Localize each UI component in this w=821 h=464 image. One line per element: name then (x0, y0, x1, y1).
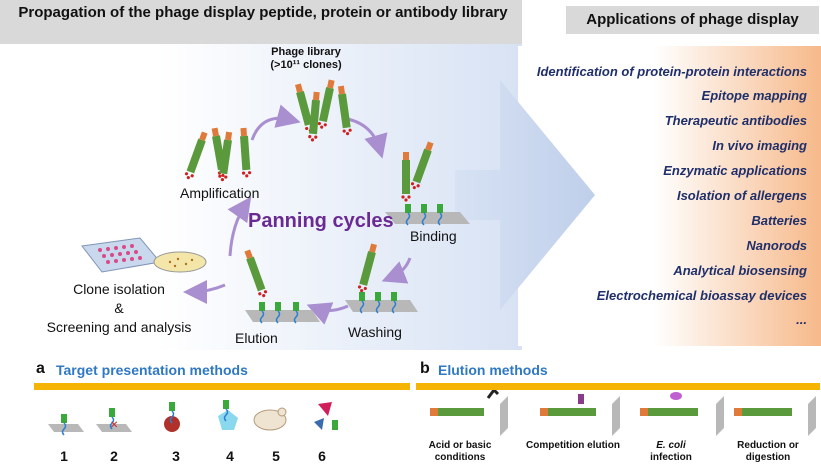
method-number: 4 (226, 448, 234, 464)
washing-surface (345, 243, 418, 314)
phage-library-label: Phage library (>10¹¹ clones) (256, 46, 356, 72)
culture-plate (81, 237, 161, 273)
step-clone-isolation: Clone isolation & Screening and analysis (34, 280, 204, 337)
left-panel-header (0, 0, 522, 44)
elution-method-reduction: Reduction or digestion (728, 440, 808, 464)
clone-arrow (183, 279, 226, 304)
elution-method-ecoli: E. coli infection (636, 440, 706, 464)
elution-method-ecoli-line2: infection (650, 452, 692, 463)
clone-line-3: Screening and analysis (46, 319, 192, 335)
panning-cycles-label: Panning cycles (248, 210, 394, 232)
application-item: Epitope mapping (701, 88, 807, 103)
application-item: Electrochemical bioassay devices (596, 288, 807, 303)
big-right-arrow (455, 80, 595, 310)
phage-library-count: (>10¹¹ clones) (270, 59, 342, 71)
step-binding: Binding (410, 228, 457, 244)
phage-library-cluster (293, 79, 353, 142)
section-a-title: Target presentation methods (56, 362, 248, 378)
right-panel-header (566, 6, 819, 34)
section-b-bar (416, 383, 820, 390)
method-number: 6 (318, 448, 326, 464)
phage-library-title: Phage library (271, 46, 341, 58)
application-item: Enzymatic applications (663, 163, 807, 178)
left-panel-background (0, 0, 522, 350)
method-number: 1 (60, 448, 68, 464)
elution-method-acid-line1: Acid or basic (428, 440, 492, 451)
elution-method-reduction-line2: digestion (745, 452, 791, 463)
binding-surface (385, 140, 470, 226)
clone-line-2: & (114, 300, 124, 316)
method-number: 5 (272, 448, 280, 464)
method-number: 3 (172, 448, 180, 464)
step-elution: Elution (235, 330, 278, 346)
section-b-letter: b (420, 360, 430, 377)
application-item: Analytical biosensing (673, 263, 807, 278)
elution-surface (242, 248, 320, 324)
elution-illustrations (430, 387, 816, 436)
elution-method-competition: Competition elution (526, 440, 620, 451)
elution-method-ecoli-line1: E. coli (656, 440, 686, 451)
step-amplification: Amplification (180, 185, 260, 201)
svg-text:✕: ✕ (110, 420, 118, 431)
application-item: Isolation of allergens (676, 188, 807, 203)
section-b-title: Elution methods (438, 362, 548, 378)
step-washing: Washing (348, 324, 402, 340)
cycle-arrow-left (227, 196, 252, 257)
elution-method-acid: Acid or basic conditions (420, 440, 500, 464)
petri-dish (153, 251, 207, 273)
cycle-arrow-top-left (250, 104, 301, 141)
application-item: In vivo imaging (712, 138, 807, 153)
method-number: 2 (110, 448, 118, 464)
right-panel-title: Applications of phage display (586, 11, 799, 28)
application-item: Nanorods (746, 238, 807, 253)
cycle-arrow-right (381, 257, 412, 284)
section-a-letter: a (36, 360, 45, 377)
elution-method-reduction-line1: Reduction or (737, 440, 799, 451)
application-item: Batteries (751, 213, 807, 228)
application-item: Identification of protein-protein intera… (536, 64, 807, 79)
clone-line-1: Clone isolation (73, 281, 165, 297)
left-panel-title: Propagation of the phage display peptide… (18, 4, 508, 21)
section-a-bar (34, 383, 410, 390)
amplification-phages (183, 127, 252, 182)
application-item: Therapeutic antibodies (664, 113, 807, 128)
target-presentation-illustrations: ✕ (48, 399, 338, 436)
elution-method-acid-line2: conditions (434, 452, 486, 463)
application-item: ... (796, 312, 807, 327)
cycle-arrow-bottom (306, 302, 349, 325)
